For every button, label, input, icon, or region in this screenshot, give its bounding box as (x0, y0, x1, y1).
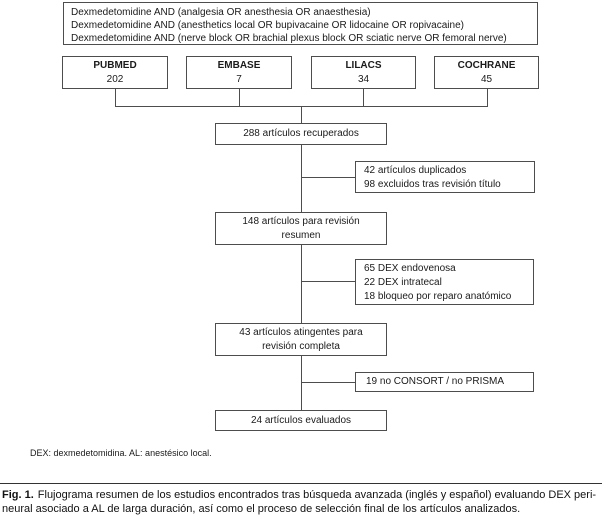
search-term-line: Dexmedetomidine AND (analgesia OR anesth… (71, 7, 371, 18)
search-terms-box: Dexmedetomidine AND (analgesia OR anesth… (63, 2, 538, 45)
connector-lilacs-down (363, 89, 364, 106)
caption-line2: neural asociado a AL de larga duración, … (2, 503, 521, 515)
connector-full-to-evaluated (301, 356, 302, 410)
excluded-abstract-line: 65 DEX endovenosa (364, 263, 456, 274)
excluded-abstract-line: 22 DEX intratecal (364, 277, 442, 288)
search-term-line: Dexmedetomidine AND (nerve block OR brac… (71, 33, 507, 44)
connector-branch-excluded-reporting (301, 382, 355, 383)
retrieved-label: 288 artículos recuperados (243, 128, 359, 139)
connector-embase-down (239, 89, 240, 106)
database-box-lilacs: LILACS 34 (311, 56, 416, 89)
full-review-line: 43 artículos atingentes para (239, 326, 363, 338)
database-box-cochrane: COCHRANE 45 (434, 56, 539, 89)
abstract-review-line: resumen (281, 229, 321, 241)
excluded-title-box: 42 artículos duplicados 98 excluidos tra… (355, 161, 535, 193)
abbreviations-footnote: DEX: dexmedetomidina. AL: anestésico loc… (30, 448, 212, 458)
figure-caption: Fig. 1.Flujograma resumen de los estudio… (2, 488, 600, 516)
connector-branch-excluded-title (301, 177, 355, 178)
connector-pubmed-down (115, 89, 116, 106)
database-count: 202 (106, 74, 124, 85)
caption-label: Fig. 1. (2, 489, 34, 501)
connector-bus-to-retrieved (301, 106, 302, 123)
database-name: PUBMED (93, 60, 137, 71)
evaluated-box: 24 artículos evaluados (215, 410, 387, 431)
connector-cochrane-down (487, 89, 488, 106)
excluded-reporting-label: 19 no CONSORT / no PRISMA (366, 376, 505, 387)
caption-separator-line (0, 483, 602, 484)
excluded-abstract-box: 65 DEX endovenosa 22 DEX intratecal 18 b… (355, 259, 534, 305)
search-term-line: Dexmedetomidine AND (anesthetics local O… (71, 20, 464, 31)
database-name: EMBASE (217, 60, 261, 71)
connector-abstract-to-full (301, 245, 302, 323)
connector-retrieved-to-abstract (301, 145, 302, 212)
excluded-title-line: 42 artículos duplicados (364, 165, 467, 176)
full-review-line: revisión completa (262, 340, 340, 352)
database-name: COCHRANE (457, 60, 516, 71)
caption-line1: Flujograma resumen de los estudios encon… (37, 489, 597, 501)
database-box-pubmed: PUBMED 202 (62, 56, 168, 89)
excluded-title-line: 98 excluidos tras revisión título (364, 179, 501, 190)
database-count: 34 (357, 74, 370, 85)
excluded-reporting-box: 19 no CONSORT / no PRISMA (355, 372, 534, 392)
database-box-embase: EMBASE 7 (186, 56, 292, 89)
abstract-review-line: 148 artículos para revisión (242, 215, 360, 227)
abstract-review-box: 148 artículos para revisión resumen (215, 212, 387, 245)
connector-branch-excluded-abstract (301, 281, 355, 282)
evaluated-label: 24 artículos evaluados (250, 414, 352, 426)
retrieved-box: 288 artículos recuperados (215, 123, 387, 145)
database-count: 7 (236, 74, 242, 85)
database-name: LILACS (345, 60, 382, 71)
full-review-box: 43 artículos atingentes para revisión co… (215, 323, 387, 356)
database-count: 45 (480, 74, 493, 85)
excluded-abstract-line: 18 bloqueo por reparo anatómico (364, 291, 512, 302)
